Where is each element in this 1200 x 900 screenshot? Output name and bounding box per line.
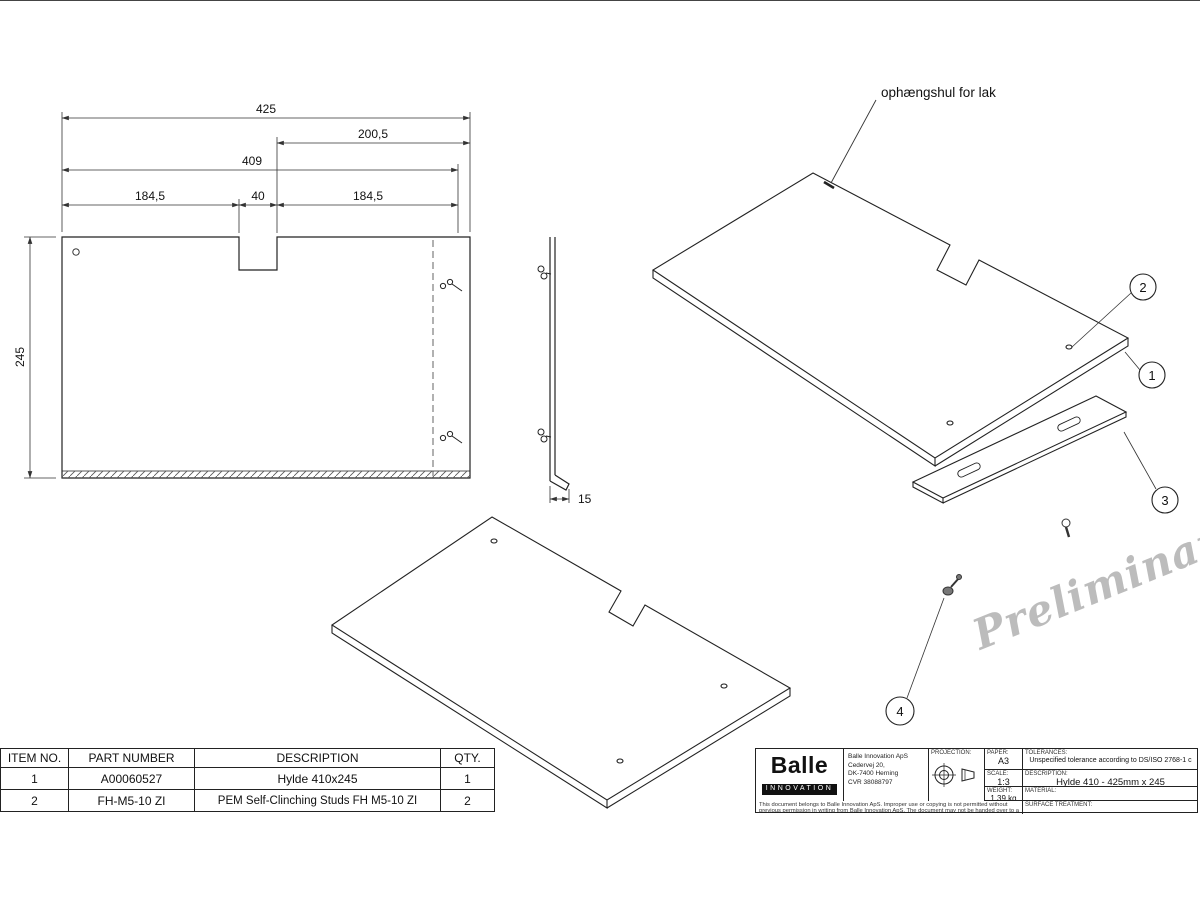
sheet-border-top	[0, 0, 1200, 1]
bom-cell-desc: Hylde 410x245	[194, 767, 441, 790]
bom-cell-item: 1	[0, 767, 69, 790]
iso-bottom-thickness	[331, 625, 791, 810]
stud-hole-icon	[490, 538, 498, 544]
balloon-2-label: 2	[1139, 280, 1146, 295]
tolerances-cell: TOLERANCES: Unspecified tolerance accord…	[1023, 749, 1198, 770]
pem-stud-icon	[942, 574, 962, 596]
dim-right-segment: 184,5	[353, 189, 383, 203]
paper-cell: PAPER: A3	[985, 749, 1023, 770]
front-view	[61, 236, 471, 479]
bom-header-description: DESCRIPTION	[194, 748, 441, 768]
dim-height: 245	[13, 347, 27, 367]
stud-icon-bottom	[439, 430, 463, 444]
scale-cell: SCALE: 1:3	[985, 770, 1023, 787]
disclaimer-text: This document belongs to Balle Innovatio…	[759, 801, 1019, 815]
dim-stud-span: 409	[242, 154, 262, 168]
company-logo: Balle INNOVATION	[756, 749, 844, 801]
dim-left-segment: 184,5	[135, 189, 165, 203]
bom-header-item-no: ITEM NO.	[0, 748, 69, 768]
paper-label: PAPER:	[987, 750, 1009, 756]
front-view-flange-hatch	[62, 471, 470, 478]
weight-value: 1.39 kg	[990, 794, 1017, 801]
bom-cell-qty: 1	[440, 767, 495, 790]
iso-view-bottom	[330, 516, 792, 810]
balloon-2	[1129, 273, 1157, 301]
scale-value: 1:3	[997, 777, 1010, 787]
projection-label: PROJECTION:	[931, 750, 972, 756]
dim-overall-width: 425	[256, 102, 276, 116]
address-line: CVR 38088797	[848, 778, 893, 786]
bom-table: ITEM NO. PART NUMBER DESCRIPTION QTY. 1 …	[0, 748, 495, 812]
weight-label: WEIGHT:	[987, 788, 1012, 794]
balloons: 2 1 3 4	[885, 273, 1179, 726]
balloon-4-label: 4	[896, 704, 903, 719]
bom-cell-desc: PEM Self-Clinching Studs FH M5-10 ZI	[194, 789, 441, 812]
bom-header-qty: QTY.	[440, 748, 495, 768]
side-view-dimension: 15	[549, 486, 592, 506]
company-address: Balle Innovation ApS Cedervej 20, DK-740…	[844, 749, 929, 801]
first-angle-projection-icon	[931, 763, 974, 787]
surface-treatment-label: SURFACE TREATMENT:	[1025, 802, 1093, 808]
bom-cell-part: FH-M5-10 ZI	[68, 789, 195, 812]
front-view-plate-outline	[61, 236, 471, 479]
iso-main-top-face	[651, 172, 1130, 459]
balloon-1-label: 1	[1148, 368, 1155, 383]
side-view-flange	[549, 474, 570, 491]
balloon-1	[1138, 361, 1166, 389]
bom-cell-item: 2	[0, 789, 69, 812]
brand-name: Balle	[770, 752, 829, 778]
stud-hole-icon	[720, 683, 728, 689]
disclaimer-cell: This document belongs to Balle Innovatio…	[756, 801, 1023, 814]
balloon-3-label: 3	[1161, 493, 1168, 508]
address-line: Balle Innovation ApS	[848, 753, 908, 760]
iso-main-thickness	[652, 270, 1129, 468]
description-cell: DESCRIPTION: Hylde 410 - 425mm x 245	[1023, 770, 1198, 787]
iso-view-bracket	[911, 395, 1128, 504]
bom-header-part-number: PART NUMBER	[68, 748, 195, 768]
scale-label: SCALE:	[987, 771, 1009, 777]
surface-treatment-cell: SURFACE TREATMENT:	[1023, 801, 1198, 814]
hanging-hole-label: ophængshul for lak	[881, 85, 996, 100]
address-line: DK-7400 Herning	[848, 770, 899, 777]
bom-row-2: 2 FH-M5-10 ZI PEM Self-Clinching Studs F…	[0, 789, 495, 812]
title-block: Balle INNOVATION Balle Innovation ApS Ce…	[755, 748, 1198, 814]
slot-icon	[1057, 416, 1081, 432]
material-label: MATERIAL:	[1025, 788, 1057, 794]
bom-cell-qty: 2	[440, 789, 495, 812]
dim-flange-depth: 15	[578, 492, 592, 506]
projection-cell: PROJECTION:	[929, 749, 985, 801]
stud-icon-top	[439, 278, 463, 292]
description-label: DESCRIPTION:	[1025, 771, 1068, 777]
hanging-hole-icon	[823, 180, 835, 190]
side-view	[537, 237, 570, 491]
address-line: Cedervej 20,	[848, 761, 885, 769]
hanging-hole-callout: ophængshul for lak	[830, 85, 996, 184]
screw-icon	[1061, 518, 1071, 538]
hole-icon	[72, 248, 80, 256]
iso-bottom-top-face	[330, 516, 792, 801]
bom-cell-part: A00060527	[68, 767, 195, 790]
balloon-4	[885, 696, 915, 726]
front-view-dimensions: 425 200,5 409 184,5 40 184,5 245	[13, 102, 471, 479]
stud-hole-icon	[946, 420, 954, 426]
bom-header-row: ITEM NO. PART NUMBER DESCRIPTION QTY.	[0, 748, 495, 768]
stud-icon-side-top	[537, 265, 552, 280]
tolerances-value: Unspecified tolerance according to DS/IS…	[1029, 757, 1192, 764]
weight-cell: WEIGHT: 1.39 kg	[985, 787, 1023, 801]
description-value: Hylde 410 - 425mm x 245	[1056, 777, 1165, 787]
balloon-3	[1151, 486, 1179, 514]
stud-hole-icon	[616, 758, 624, 764]
paper-value: A3	[997, 756, 1009, 766]
brand-subtitle: INNOVATION	[761, 783, 838, 795]
tolerances-label: TOLERANCES:	[1025, 750, 1068, 756]
dim-notch-width: 40	[251, 189, 265, 203]
slot-icon	[957, 462, 981, 478]
bom-row-1: 1 A00060527 Hylde 410x245 1	[0, 767, 495, 790]
material-cell: MATERIAL:	[1023, 787, 1198, 801]
stud-icon-side-bottom	[537, 428, 552, 443]
dim-right-offset: 200,5	[358, 127, 388, 141]
iso-view-main	[651, 172, 1130, 468]
stud-hole-icon	[1065, 344, 1073, 350]
